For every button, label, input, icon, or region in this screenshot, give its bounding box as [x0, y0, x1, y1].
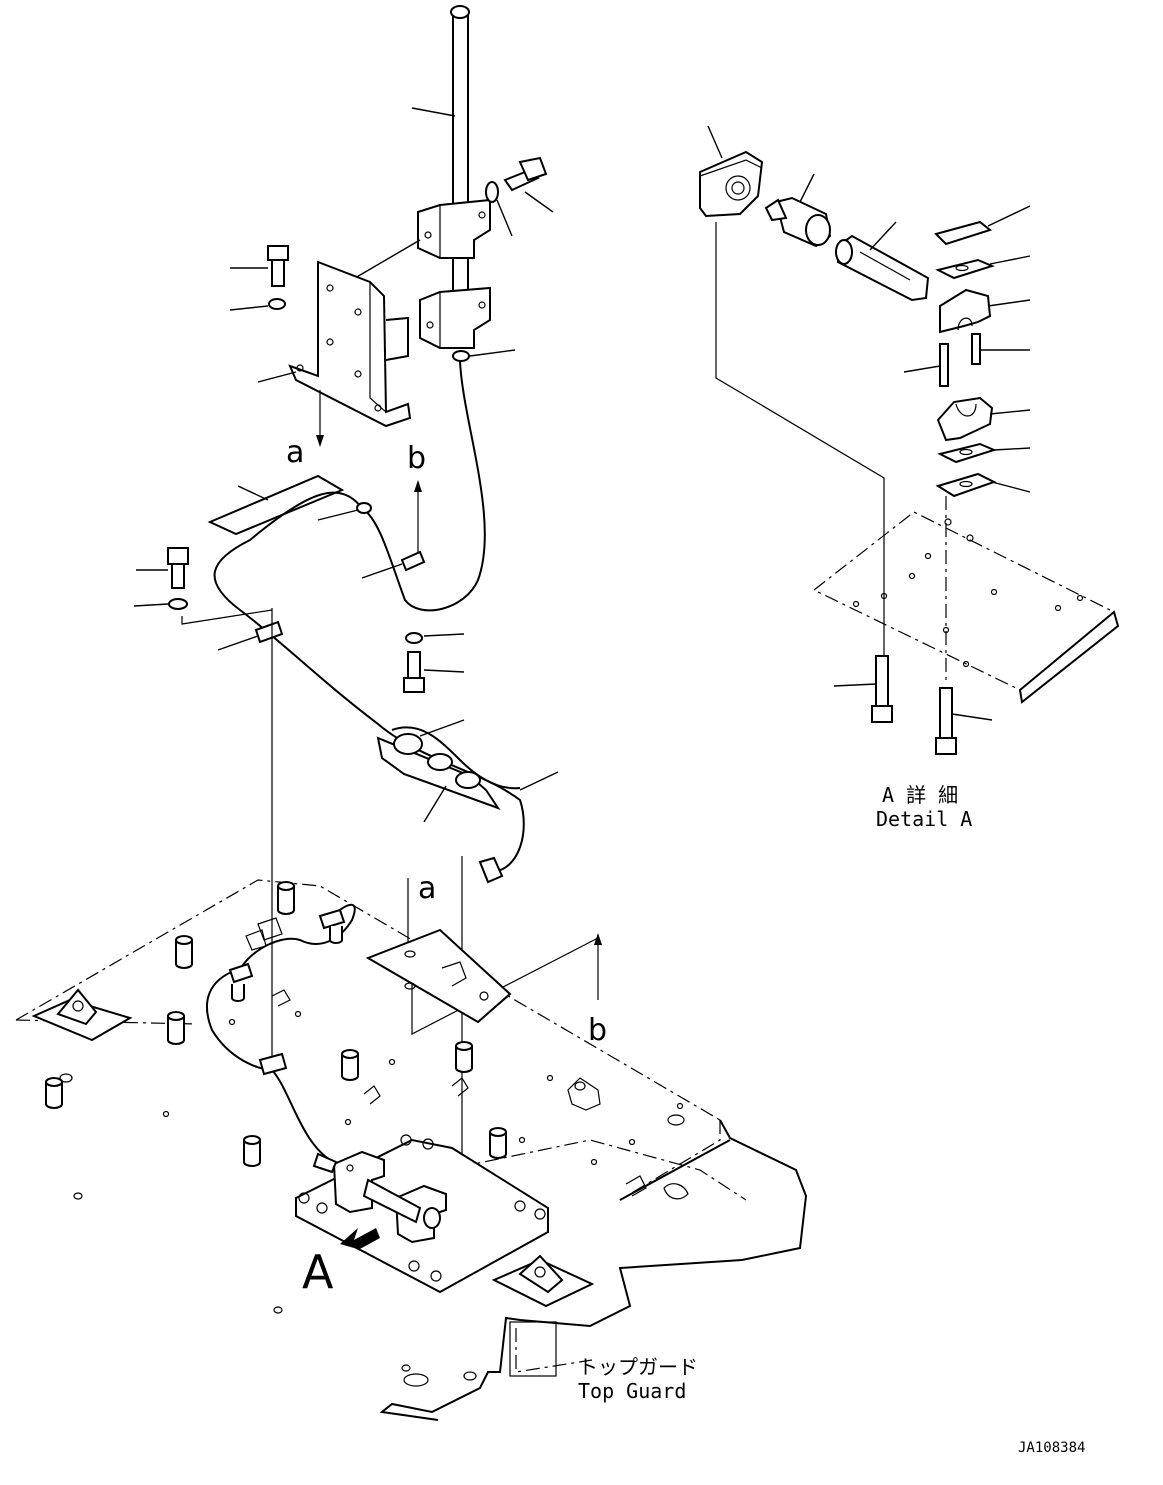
- clamp-washer: [405, 632, 465, 644]
- antenna-cable: [213, 359, 525, 873]
- drawing-number: JA108384: [1018, 1440, 1085, 1456]
- cable-end-connector: [478, 856, 504, 884]
- top-guard-label: トップガード Top Guard: [578, 1355, 698, 1403]
- mounting-bracket: [257, 260, 412, 428]
- guard-cable: [205, 903, 356, 1161]
- frame-bosses: [45, 881, 507, 1167]
- svg-text:b: b: [407, 441, 426, 476]
- detail-a-bolt-left: [833, 655, 893, 723]
- mount-plate-left: [31, 988, 133, 1042]
- detail-a-base-plate: [935, 472, 1031, 498]
- antenna-bolt: [503, 156, 554, 213]
- detail-a-clamp-block: [699, 125, 885, 682]
- view-marker-label: A: [302, 1245, 334, 1299]
- svg-text:トップガード: トップガード: [578, 1355, 698, 1379]
- antenna-clamp-lower: [419, 286, 516, 362]
- svg-text:Detail A: Detail A: [876, 807, 972, 831]
- detail-a-clamp-half-bottom: [936, 396, 1031, 442]
- detail-a-adapter: [764, 173, 832, 248]
- detail-a-sleeve: [835, 221, 930, 302]
- detail-a-mounting-plate: [812, 496, 1120, 704]
- antenna-clamp-upper: [354, 198, 491, 279]
- detail-a-clamp-half-top: [939, 288, 1031, 334]
- detail-a-pin-right: [971, 333, 1030, 365]
- ref-arrow-a-upper: a: [286, 390, 324, 470]
- cable-clip-1: [317, 502, 372, 521]
- bracket-washer: [229, 298, 286, 311]
- frame-small-parts: [162, 917, 689, 1200]
- harness-label-plate: [207, 474, 345, 536]
- detail-a-shim-top: [935, 255, 1031, 280]
- cable-connector-group: [376, 719, 559, 823]
- svg-text:Top Guard: Top Guard: [578, 1379, 686, 1403]
- detail-a-bolt-right: [935, 687, 993, 755]
- antenna-washer: [485, 181, 513, 237]
- cable-clamp-3: [217, 620, 284, 651]
- clamp-bolt: [403, 651, 465, 693]
- mount-plate-right: [491, 1254, 595, 1308]
- harness-washer: [133, 598, 273, 625]
- detail-a-plate-top: [934, 205, 1031, 246]
- detail-a-caption: A 詳 細 Detail A: [876, 783, 972, 831]
- detail-a-shim-bottom: [937, 442, 1031, 464]
- svg-text:a: a: [286, 435, 304, 470]
- ref-label-b-lower: b: [588, 1013, 607, 1048]
- detail-a-pin-left: [903, 343, 949, 387]
- cable-clip-2: [361, 550, 426, 579]
- antenna-base-clamp-right: [394, 1184, 447, 1244]
- view-arrow-A: A: [302, 1228, 380, 1299]
- ref-arrow-b-upper: b: [407, 441, 426, 560]
- svg-text:A 詳 細: A 詳 細: [882, 783, 958, 807]
- access-cover-plate: [365, 928, 512, 1024]
- antenna-rod: [411, 5, 470, 313]
- bracket-bolt: [230, 245, 289, 287]
- ref-label-a-lower: a: [418, 871, 436, 906]
- antenna-base-body: [312, 1152, 422, 1224]
- harness-bolt: [136, 547, 189, 589]
